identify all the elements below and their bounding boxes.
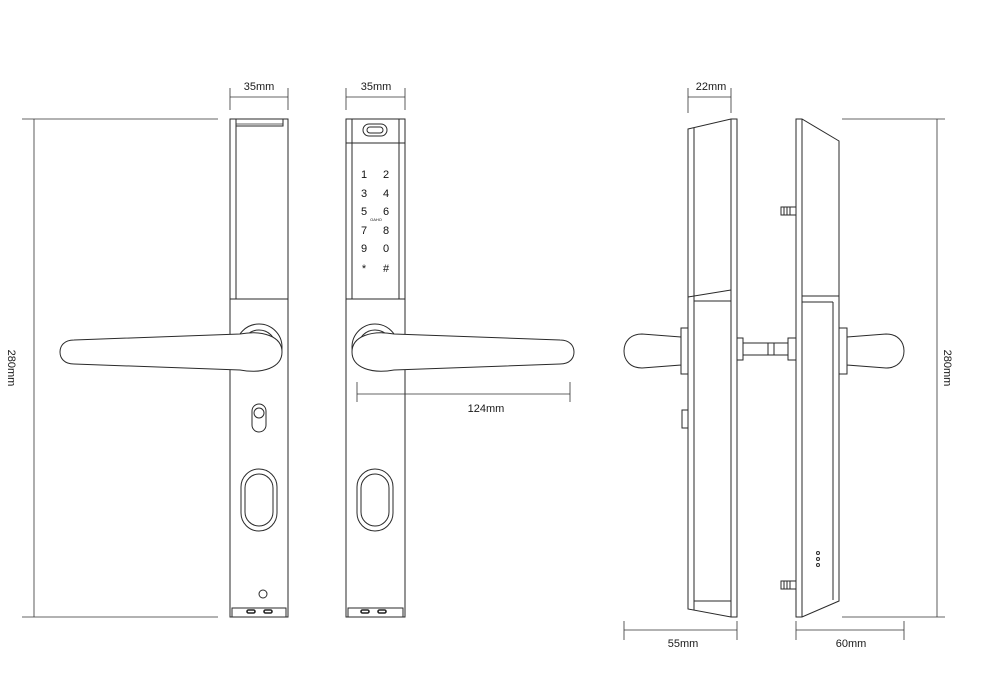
keypad-lever-handle xyxy=(351,332,575,372)
key-8[interactable]: 8 xyxy=(383,225,389,237)
front-plate-view: 35mm xyxy=(59,81,289,618)
key-5[interactable]: 5 xyxy=(361,206,367,218)
fingerprint-sensor xyxy=(362,123,388,137)
key-2[interactable]: 2 xyxy=(383,169,389,181)
height-label-right: 280mm xyxy=(941,350,953,387)
height-label-left: 280mm xyxy=(5,350,17,387)
outer-handle-side xyxy=(623,327,689,429)
side-profile-view: 22mm xyxy=(623,81,953,650)
inner-handle-side xyxy=(838,327,905,375)
key-4[interactable]: 4 xyxy=(383,188,389,200)
keypad-cylinder-cutout xyxy=(356,468,394,532)
mounting-screw-top xyxy=(780,206,797,216)
height-dimension-right: 280mm xyxy=(842,118,953,618)
height-dimension-left: 280mm xyxy=(5,118,218,618)
handle-length-dimension: 124mm xyxy=(356,382,571,415)
key-9[interactable]: 9 xyxy=(361,243,367,255)
side-top-depth-label: 22mm xyxy=(696,81,727,93)
spindle xyxy=(736,337,797,361)
handle-length-label: 124mm xyxy=(468,403,505,415)
front-bottom-screw xyxy=(258,589,268,599)
key-1[interactable]: 1 xyxy=(361,169,367,181)
outer-depth-label: 55mm xyxy=(668,638,699,650)
inner-unit-profile xyxy=(780,118,840,618)
front-width-label: 35mm xyxy=(244,81,275,93)
key-7[interactable]: 7 xyxy=(361,225,367,237)
front-cylinder-cutout xyxy=(240,468,278,532)
outer-unit-profile xyxy=(687,118,738,618)
front-width-dimension: 35mm xyxy=(229,81,289,110)
key-6[interactable]: 6 xyxy=(383,206,389,218)
mounting-screw-bottom xyxy=(780,580,797,590)
back-width-dimension: 35mm xyxy=(345,81,406,110)
key-star[interactable]: * xyxy=(362,263,367,275)
inner-depth-label: 60mm xyxy=(836,638,867,650)
front-lever-handle xyxy=(59,332,283,372)
front-key-switch xyxy=(251,403,267,433)
key-0[interactable]: 0 xyxy=(383,243,389,255)
outer-depth-dimension: 55mm xyxy=(623,621,738,650)
side-top-depth-dimension: 22mm xyxy=(687,81,732,113)
keypad: 1 2 3 4 5 6 OAHO 7 8 9 0 * # xyxy=(361,169,390,275)
keypad-small-label: OAHO xyxy=(370,217,382,222)
key-3[interactable]: 3 xyxy=(361,188,367,200)
keypad-plate-view: 35mm 1 2 3 4 5 6 OAHO 7 8 9 0 * # xyxy=(345,81,575,618)
inner-depth-dimension: 60mm xyxy=(795,621,905,650)
back-width-label: 35mm xyxy=(361,81,392,93)
key-hash[interactable]: # xyxy=(383,263,390,275)
